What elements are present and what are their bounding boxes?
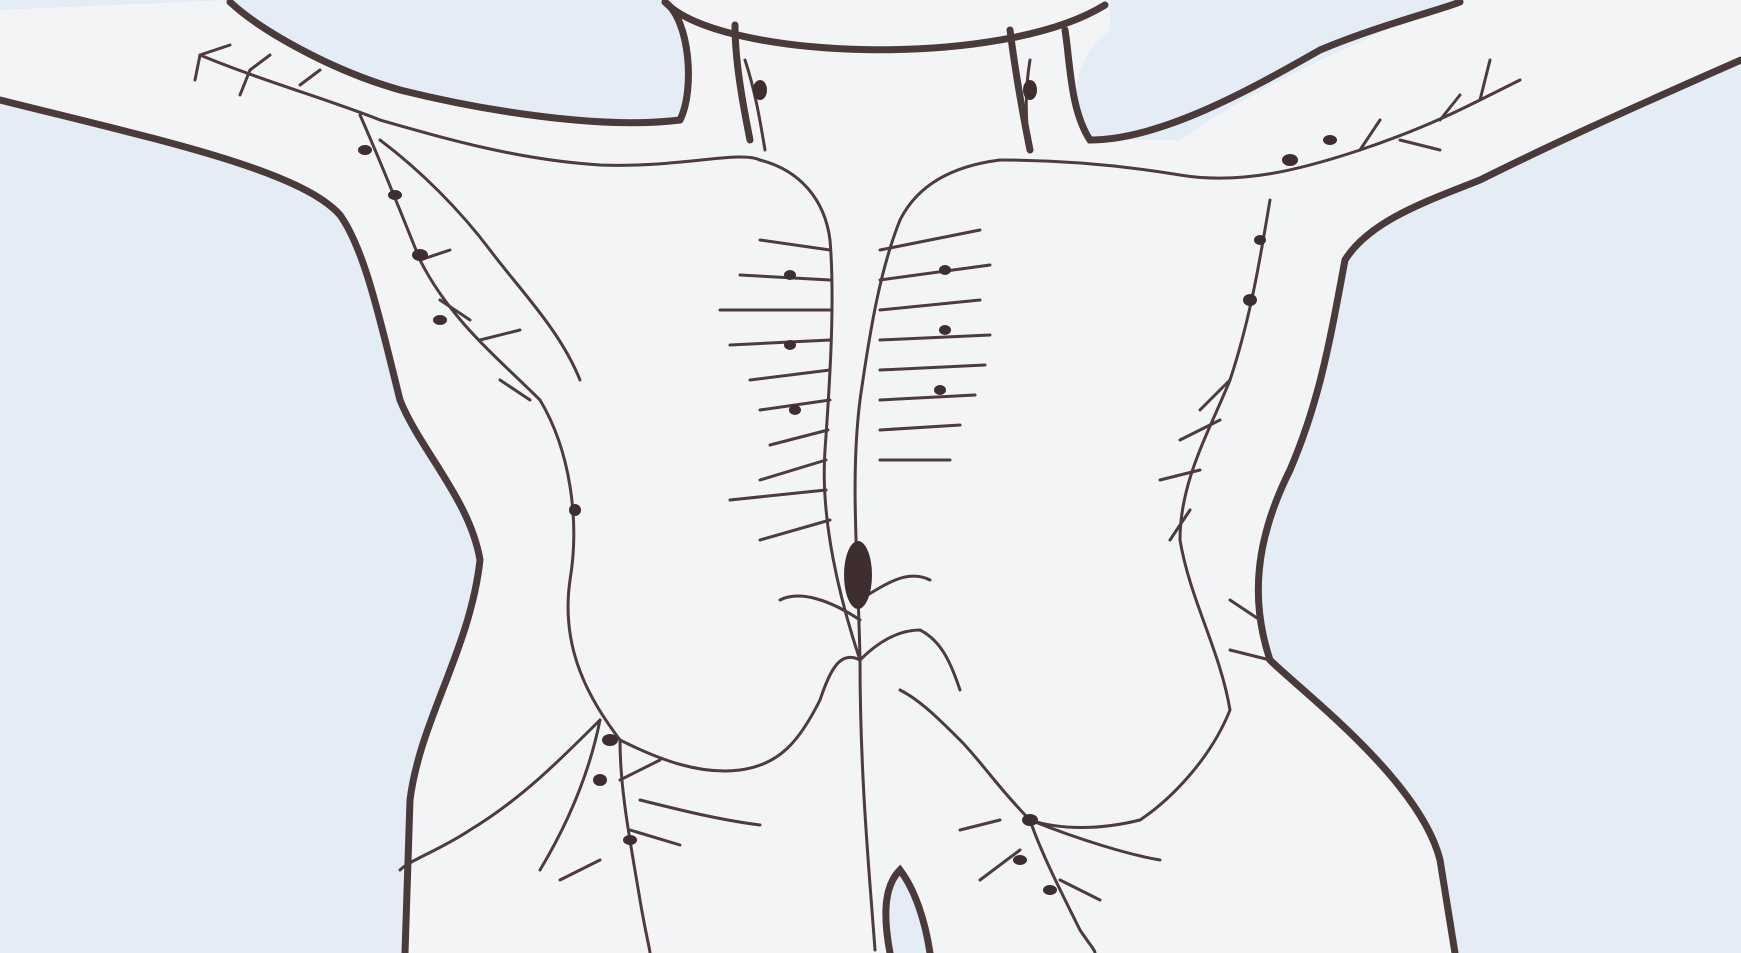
lymph-node	[602, 734, 618, 746]
lymph-node	[1013, 855, 1027, 865]
lymph-node	[1243, 294, 1257, 306]
lymph-node	[784, 270, 796, 280]
lymph-node	[1323, 135, 1337, 145]
cisterna-chyli	[844, 541, 872, 609]
lymph-node	[1043, 885, 1057, 895]
lymph-node	[934, 385, 946, 395]
lymph-node	[1282, 154, 1298, 166]
lymph-node	[623, 835, 637, 845]
lymph-node	[412, 249, 428, 261]
lymph-node	[388, 190, 402, 200]
lymph-node	[358, 145, 372, 155]
lymph-node	[939, 265, 951, 275]
lymph-node	[569, 504, 581, 516]
lymph-node	[593, 774, 607, 786]
lymph-node	[753, 80, 767, 100]
lymph-node	[1022, 814, 1038, 826]
lymph-node	[789, 405, 801, 415]
lymph-node	[433, 315, 447, 325]
lymph-node	[1023, 80, 1037, 100]
lymph-node	[784, 340, 796, 350]
lymph-node	[939, 325, 951, 335]
lymph-node	[1254, 235, 1266, 245]
